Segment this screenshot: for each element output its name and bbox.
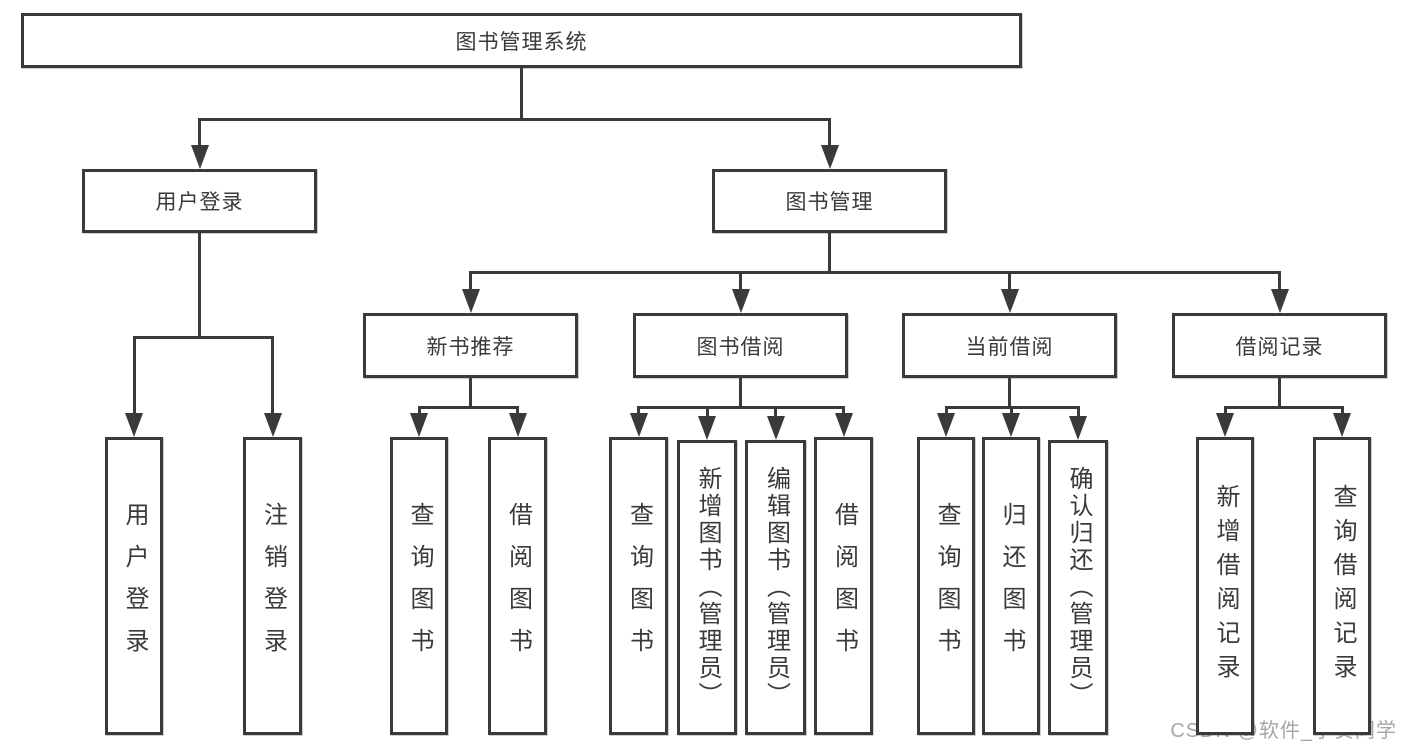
node-current: 当前借阅 xyxy=(902,313,1117,378)
node-nrquery: 查询图书 xyxy=(390,437,448,735)
node-label: 新增借阅记录 xyxy=(1212,484,1239,688)
connector-line xyxy=(739,378,742,409)
node-label: 新增图书（管理员） xyxy=(694,466,721,709)
arrowhead-down-icon xyxy=(125,413,143,437)
connector-line xyxy=(842,407,845,417)
arrowhead-down-icon xyxy=(1333,413,1351,437)
node-label: 编辑图书（管理员） xyxy=(762,466,790,709)
node-bedit: 编辑图书（管理员） xyxy=(745,440,806,735)
arrowhead-down-icon xyxy=(834,413,853,437)
node-mgmt: 图书管理 xyxy=(712,169,947,233)
connector-line xyxy=(469,270,1281,274)
node-label: 借阅图书 xyxy=(504,502,532,670)
connector-line xyxy=(271,337,274,417)
node-label: 用户登录 xyxy=(155,191,244,214)
connector-line xyxy=(132,337,136,417)
connector-line xyxy=(637,405,845,409)
arrowhead-down-icon xyxy=(1270,289,1289,313)
node-label: 查询图书 xyxy=(625,502,653,670)
connector-line xyxy=(516,407,519,417)
connector-line xyxy=(198,119,201,149)
node-label: 新书推荐 xyxy=(426,335,515,359)
connector-line xyxy=(828,233,831,274)
node-label: 归还图书 xyxy=(998,502,1025,670)
node-records: 借阅记录 xyxy=(1172,313,1387,378)
node-creturn: 归还图书 xyxy=(982,437,1040,735)
node-badd: 新增图书（管理员） xyxy=(677,440,737,735)
node-label: 图书借阅 xyxy=(696,335,785,359)
connector-line xyxy=(520,68,523,121)
node-label: 查询图书 xyxy=(406,502,433,670)
arrowhead-down-icon xyxy=(410,413,428,437)
arrowhead-down-icon xyxy=(937,413,955,437)
arrowhead-down-icon xyxy=(731,289,750,313)
connector-line xyxy=(1340,407,1344,417)
node-cquery: 查询图书 xyxy=(917,437,975,735)
arrowhead-down-icon xyxy=(461,289,480,313)
node-bquery: 查询图书 xyxy=(609,437,668,735)
arrowhead-down-icon xyxy=(508,413,527,437)
node-bborrow: 借阅图书 xyxy=(814,437,873,735)
node-label: 查询借阅记录 xyxy=(1329,484,1356,688)
node-root: 图书管理系统 xyxy=(21,13,1022,68)
arrowhead-down-icon xyxy=(1216,413,1234,437)
node-cconfirm: 确认归还（管理员） xyxy=(1048,440,1108,735)
connector-line xyxy=(739,272,742,293)
connector-line xyxy=(469,272,472,293)
arrowhead-down-icon xyxy=(766,416,785,440)
connector-line xyxy=(774,407,777,420)
connector-line xyxy=(828,119,831,149)
node-label: 查询图书 xyxy=(933,502,960,670)
node-label: 图书管理 xyxy=(785,191,874,214)
connector-line xyxy=(944,407,948,417)
node-label: 当前借阅 xyxy=(965,335,1054,359)
connector-line xyxy=(705,407,709,420)
node-label: 用户登录 xyxy=(121,502,148,670)
connector-line xyxy=(198,117,831,121)
connector-line xyxy=(469,378,472,409)
connector-line xyxy=(637,407,640,417)
connector-line xyxy=(1278,272,1281,293)
connector-line xyxy=(417,407,421,417)
arrowhead-down-icon xyxy=(698,416,716,440)
arrowhead-down-icon xyxy=(190,145,209,169)
node-logoutv: 注销登录 xyxy=(243,437,302,735)
connector-line xyxy=(1223,405,1344,409)
connector-line xyxy=(1223,407,1227,417)
node-loginv: 用户登录 xyxy=(105,437,163,735)
arrowhead-down-icon xyxy=(1069,416,1087,440)
node-nrborrow: 借阅图书 xyxy=(488,437,547,735)
connector-line xyxy=(1278,378,1281,409)
connector-line xyxy=(1076,407,1080,420)
arrowhead-down-icon xyxy=(629,413,648,437)
node-label: 注销登录 xyxy=(259,502,287,670)
connector-line xyxy=(1008,272,1011,293)
arrowhead-down-icon xyxy=(820,145,839,169)
node-borrow: 图书借阅 xyxy=(633,313,848,378)
connector-line xyxy=(132,335,274,339)
connector-line xyxy=(1009,407,1013,417)
node-radd: 新增借阅记录 xyxy=(1196,437,1254,735)
node-label: 图书管理系统 xyxy=(455,30,588,54)
node-label: 借阅记录 xyxy=(1235,335,1324,359)
node-newrec: 新书推荐 xyxy=(363,313,578,378)
arrowhead-down-icon xyxy=(263,413,282,437)
connector-line xyxy=(1008,378,1011,409)
node-login: 用户登录 xyxy=(82,169,317,233)
node-label: 确认归还（管理员） xyxy=(1065,466,1092,709)
node-rquery: 查询借阅记录 xyxy=(1313,437,1371,735)
arrowhead-down-icon xyxy=(1000,289,1019,313)
connector-line xyxy=(417,405,519,409)
connector-line xyxy=(198,233,201,339)
node-label: 借阅图书 xyxy=(830,502,858,670)
arrowhead-down-icon xyxy=(1002,413,1020,437)
